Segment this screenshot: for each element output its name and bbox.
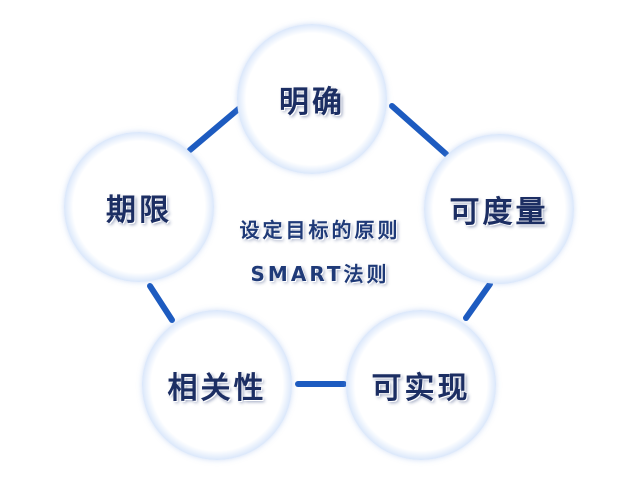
center-subtitle: SMART法则: [250, 262, 390, 286]
node-measurable: 可度量: [424, 134, 574, 284]
node-specific: 明确: [237, 24, 387, 174]
center-title: 设定目标的原则: [239, 218, 401, 242]
connector-top-right: [389, 103, 449, 157]
node-measurable-label: 可度量: [449, 195, 549, 230]
node-time-bound-label: 期限: [106, 193, 172, 228]
node-achievable-label: 可实现: [371, 371, 471, 406]
node-relevant: 相关性: [142, 310, 292, 460]
connector-left-top: [187, 103, 245, 153]
node-relevant-label: 相关性: [167, 371, 267, 406]
node-time-bound: 期限: [64, 132, 214, 282]
node-specific-label: 明确: [279, 85, 345, 120]
connector-bottom-left-left: [147, 283, 175, 323]
connector-right-bottom-right: [463, 281, 493, 321]
node-achievable: 可实现: [346, 310, 496, 460]
